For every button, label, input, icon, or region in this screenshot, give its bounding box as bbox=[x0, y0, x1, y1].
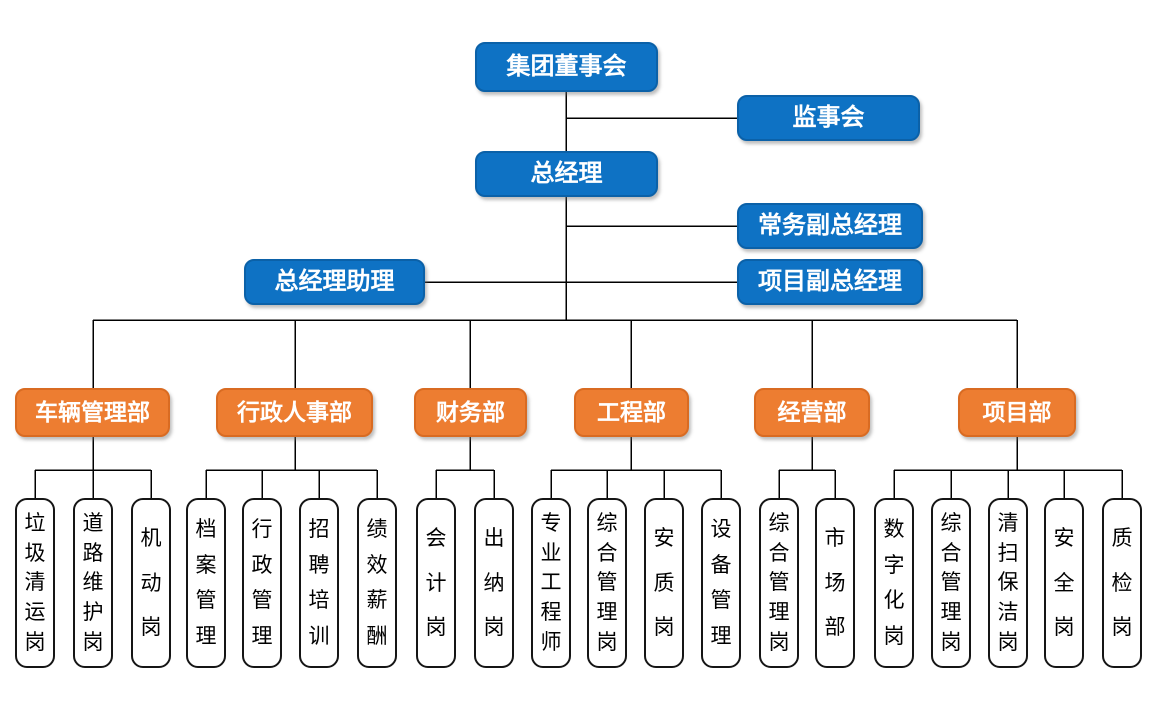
node-project-deputy-gm: 项目副总经理 bbox=[737, 259, 923, 305]
position-node: 市场部 bbox=[815, 498, 855, 668]
position-node: 安质岗 bbox=[644, 498, 684, 668]
position-node: 垃圾清运岗 bbox=[15, 498, 55, 668]
position-node: 综合管理岗 bbox=[587, 498, 627, 668]
node-dept-finance: 财务部 bbox=[414, 388, 527, 437]
position-node: 档案管理 bbox=[186, 498, 226, 668]
position-node: 专业工程师 bbox=[531, 498, 571, 668]
node-board: 集团董事会 bbox=[475, 42, 658, 92]
position-node: 会计岗 bbox=[416, 498, 456, 668]
node-dept-vehicle-management: 车辆管理部 bbox=[15, 388, 170, 437]
node-gm-assistant: 总经理助理 bbox=[244, 259, 425, 305]
position-node: 清扫保洁岗 bbox=[988, 498, 1028, 668]
position-node: 机动岗 bbox=[131, 498, 171, 668]
node-general-manager: 总经理 bbox=[475, 151, 658, 197]
position-node: 道路维护岗 bbox=[73, 498, 113, 668]
position-node: 数字化岗 bbox=[874, 498, 914, 668]
position-node: 综合管理岗 bbox=[931, 498, 971, 668]
position-node: 行政管理 bbox=[242, 498, 282, 668]
node-dept-operations: 经营部 bbox=[754, 388, 870, 437]
node-executive-deputy-gm: 常务副总经理 bbox=[737, 203, 923, 249]
position-node: 绩效薪酬 bbox=[357, 498, 397, 668]
node-dept-admin-hr: 行政人事部 bbox=[216, 388, 373, 437]
node-supervisory-board: 监事会 bbox=[737, 95, 920, 141]
node-dept-engineering: 工程部 bbox=[574, 388, 689, 437]
position-node: 出纳岗 bbox=[474, 498, 514, 668]
node-dept-project: 项目部 bbox=[958, 388, 1076, 437]
position-node: 质检岗 bbox=[1102, 498, 1142, 668]
position-node: 安全岗 bbox=[1044, 498, 1084, 668]
position-node: 招聘培训 bbox=[299, 498, 339, 668]
position-node: 综合管理岗 bbox=[759, 498, 799, 668]
position-node: 设备管理 bbox=[701, 498, 741, 668]
